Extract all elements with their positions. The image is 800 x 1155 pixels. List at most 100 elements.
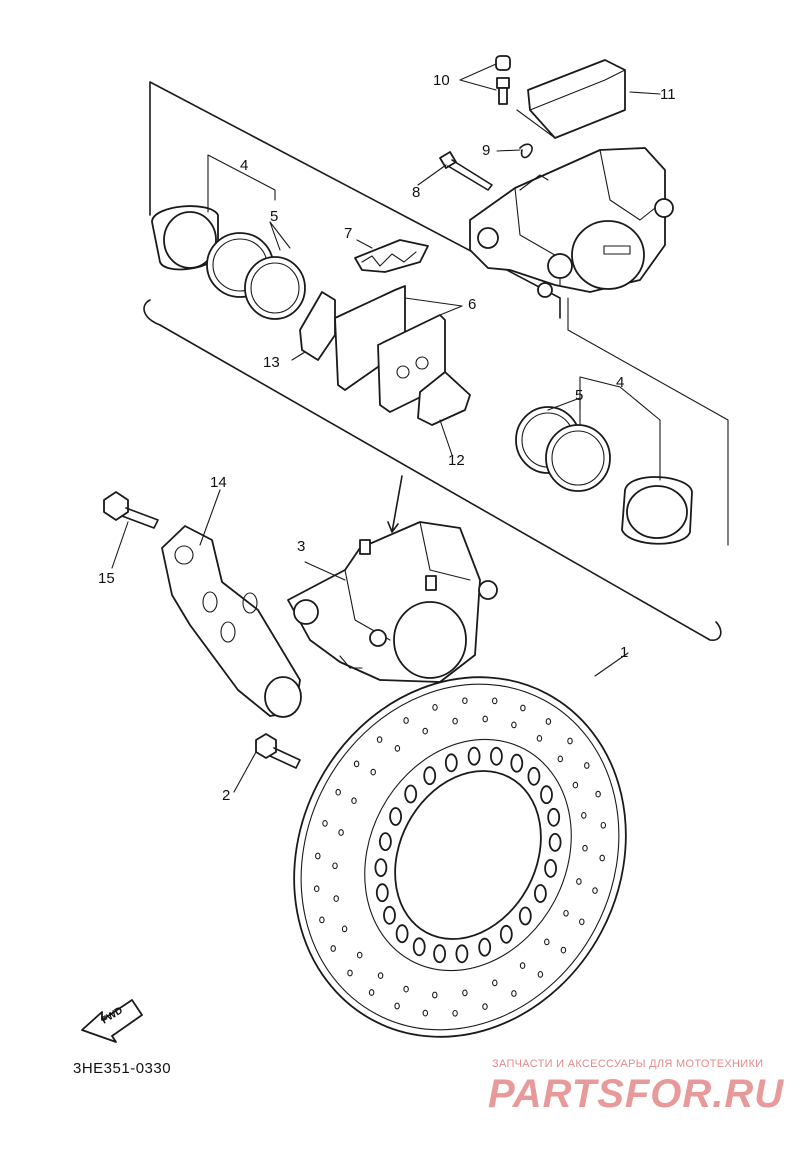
disc-hole [519,962,526,969]
disc-slot [540,785,553,805]
disc-hole [491,697,498,705]
disc-hole [581,812,587,819]
watermark-tagline: ЗАПЧАСТИ И АКСЕССУАРЫ ДЛЯ МОТОТЕХНИКИ [492,1058,764,1070]
disc-slot [375,883,389,903]
disc-hole [422,727,428,735]
disc-hole [584,762,590,769]
pad-spring [354,239,429,273]
disc-hole [368,989,375,996]
disc-hole [560,946,567,954]
disc-hole [452,717,458,725]
disc-hole [370,768,376,776]
pad-pin-clip [519,143,533,159]
disc-slot [423,766,437,786]
disc-hole [582,844,588,852]
disc-slot [547,807,561,827]
brake-disc [293,676,627,1038]
disc-hole [376,736,383,743]
disc-hole [319,916,325,924]
disc-hole [432,991,438,999]
disc-slot [444,753,458,773]
disc-slot [478,937,492,957]
disc-slot [544,859,557,878]
disc-hole [557,755,564,763]
disc-hole [511,721,517,729]
disc-bolt [255,733,301,769]
fwd-arrow-icon: FWD [81,999,143,1043]
pad-shim-right [417,371,471,426]
callout-5: 5 [270,208,278,225]
disc-outer-holes [313,697,607,1017]
callout-13: 13 [263,354,280,371]
disc-hole [595,790,601,798]
callout-5-right: 5 [575,387,583,404]
disc-hole [422,1009,429,1017]
disc-hole [333,895,339,902]
disc-hole [351,797,357,805]
disc-hole [576,878,582,885]
disc-hole [341,925,348,933]
bracket-bolt [103,491,159,529]
disc-hole [322,820,328,827]
disc-slot [510,753,524,773]
callout-4: 4 [240,157,248,174]
caliper-body-upper [469,147,674,298]
disc-hole [394,1002,400,1010]
leader-lines [111,63,661,793]
disc-slot [548,833,562,852]
callout-10: 10 [433,72,450,89]
disc-hole [335,788,341,796]
disc-hole [462,697,468,705]
callout-14: 14 [210,474,227,491]
disc-hole [313,885,320,893]
callout-12: 12 [448,452,465,469]
callout-3: 3 [297,538,305,555]
caliper-assembly [287,521,498,683]
callout-4-right: 4 [616,374,624,391]
disc-hole [338,829,344,836]
pad-shim-left [299,291,336,361]
disc-slot [383,905,396,925]
disc-hole [563,909,569,917]
disc-slot [499,924,513,944]
disc-hole [567,737,573,745]
disc-hole [347,969,353,977]
callout-2: 2 [222,787,230,804]
assembly-arrow [387,475,403,533]
disc-hole [482,1003,488,1010]
caliper-bracket [161,525,302,718]
disc-slot [389,807,403,826]
piston-right [515,406,693,545]
callout-1: 1 [620,644,628,661]
disc-hole [394,745,401,752]
disc-slot [433,944,447,964]
disc-hole [599,854,605,862]
disc-hole [545,718,552,725]
callout-6: 6 [468,296,476,313]
bleed-screw [495,55,511,105]
disc-slot [378,832,392,851]
disc-hole [572,781,579,789]
disc-hole [315,852,321,860]
diagram-code: 3HE351-0330 [73,1060,172,1077]
disc-hole [377,972,384,979]
disc-hole [452,1009,458,1017]
disc-slot [455,944,469,964]
disc-slot [467,746,481,766]
piston-left [151,205,306,320]
disc-hole [600,821,607,829]
disc-hole [353,760,360,768]
callout-numbers: 1 2 3 4 5 6 7 8 9 10 11 12 13 14 15 4 5 [98,72,676,804]
disc-slot [489,746,503,766]
disc-hole [330,945,336,952]
callout-8: 8 [412,184,420,201]
disc-slot [374,858,388,877]
pad-cover [516,59,626,139]
disc-hole [511,990,517,997]
disc-hole [432,704,438,711]
disc-slot [412,937,426,957]
callout-7: 7 [344,225,352,242]
disc-hole [403,985,409,993]
